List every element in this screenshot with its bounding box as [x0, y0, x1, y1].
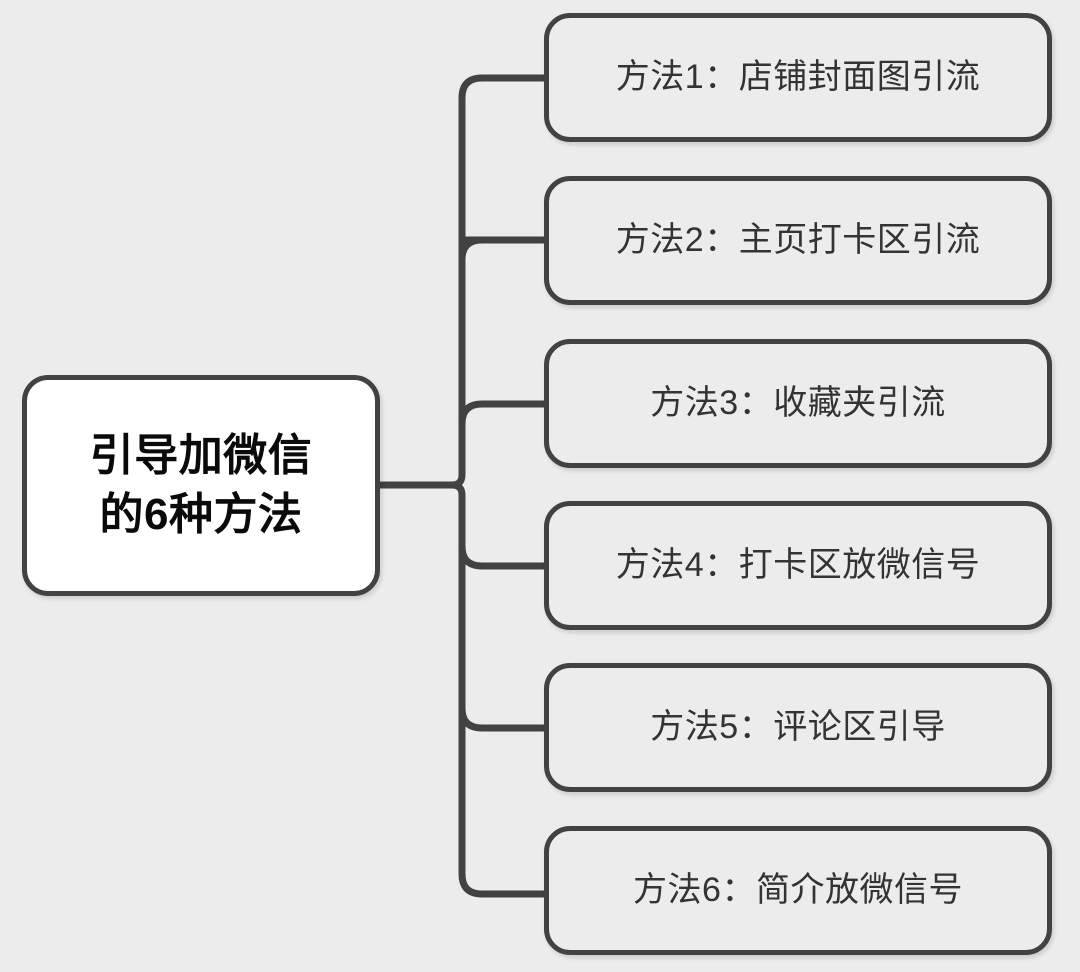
- connector-trunk-upper: [448, 74, 548, 489]
- branch-node-3[interactable]: 方法3：收藏夹引流: [544, 339, 1052, 468]
- branch-node-2[interactable]: 方法2：主页打卡区引流: [544, 176, 1052, 305]
- branch-node-4-label: 方法4：打卡区放微信号: [615, 546, 981, 585]
- root-node[interactable]: 引导加微信 的6种方法: [22, 375, 380, 596]
- connector-branch-4: [458, 542, 548, 570]
- connector-trunk-lower: [448, 481, 548, 898]
- connector-branch-5: [458, 704, 548, 732]
- connector-branch-3: [458, 400, 548, 428]
- root-node-label: 引导加微信 的6种方法: [89, 431, 313, 539]
- branch-node-4[interactable]: 方法4：打卡区放微信号: [544, 501, 1052, 630]
- branch-node-5[interactable]: 方法5：评论区引导: [544, 663, 1052, 792]
- connector-branch-2: [458, 236, 548, 264]
- branch-node-6-label: 方法6：简介放微信号: [633, 871, 963, 910]
- branch-node-5-label: 方法5：评论区引导: [650, 708, 946, 747]
- branch-node-2-label: 方法2：主页打卡区引流: [615, 221, 981, 260]
- branch-node-1-label: 方法1：店铺封面图引流: [615, 58, 981, 97]
- branch-node-1[interactable]: 方法1：店铺封面图引流: [544, 13, 1052, 142]
- branch-node-6[interactable]: 方法6：简介放微信号: [544, 826, 1052, 955]
- branch-node-3-label: 方法3：收藏夹引流: [650, 384, 946, 423]
